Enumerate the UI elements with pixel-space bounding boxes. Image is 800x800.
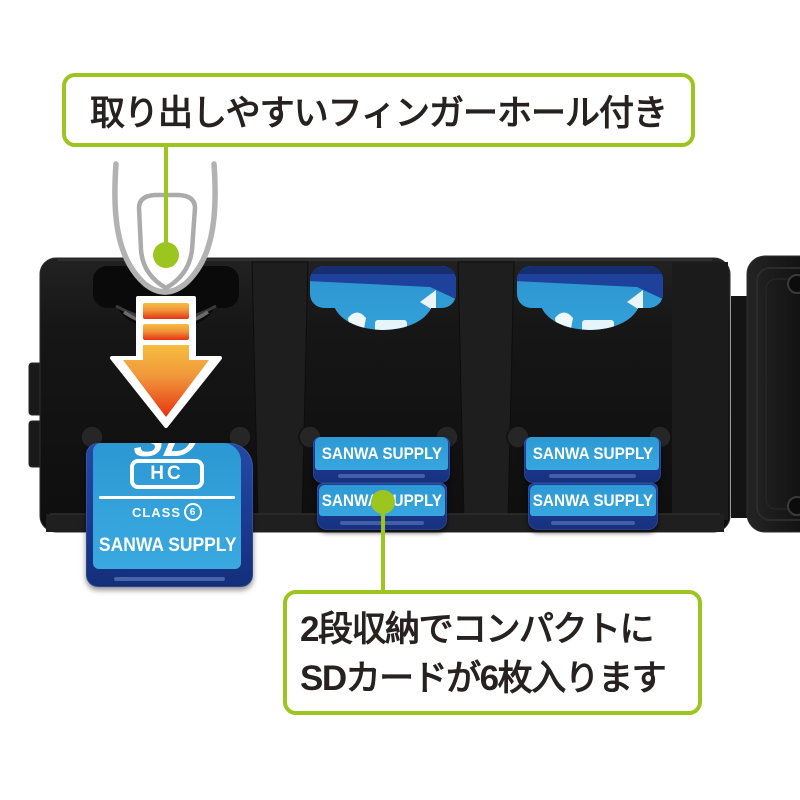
card-groove bbox=[114, 577, 225, 581]
bottom-callout-line2: SDカードが6枚入ります bbox=[300, 659, 667, 698]
sdhc-logo: HC bbox=[130, 459, 204, 489]
right-slot-card-stack: SANWA SUPPLY SANWA SUPPLY bbox=[524, 437, 664, 530]
card-label: SANWA SUPPLY bbox=[315, 437, 448, 470]
label-divider bbox=[99, 496, 235, 499]
brand-text: SANWA SUPPLY bbox=[98, 535, 237, 556]
card-groove bbox=[551, 521, 635, 525]
card-groove bbox=[337, 474, 426, 478]
card-label: SANWA SUPPLY bbox=[530, 485, 656, 516]
callout-pointer-dot-top bbox=[153, 242, 179, 268]
right-lower-sd-card: SANWA SUPPLY bbox=[528, 483, 658, 530]
sd-card-label: SD HC CLASS 6 SANWA SUPPLY bbox=[93, 443, 241, 569]
card-label: SANWA SUPPLY bbox=[526, 437, 659, 470]
sdhc-card-left: SD HC CLASS 6 SANWA SUPPLY bbox=[86, 443, 253, 587]
top-callout: 取り出しやすいフィンガーホール付き bbox=[62, 73, 695, 147]
class-text: CLASS bbox=[131, 504, 182, 520]
slot-divider bbox=[457, 261, 515, 521]
class-number: 6 bbox=[184, 503, 203, 521]
callout-connector-line-bottom bbox=[381, 508, 385, 592]
speed-class: CLASS 6 bbox=[93, 503, 241, 521]
sd-card-case bbox=[28, 255, 800, 533]
right-upper-sd-card: SANWA SUPPLY bbox=[524, 437, 661, 483]
slot-divider bbox=[251, 261, 309, 521]
bottom-callout: 2段収納でコンパクトに SDカードが6枚入ります bbox=[283, 590, 702, 715]
insert-arrow-icon bbox=[110, 296, 222, 428]
callout-connector-line-top bbox=[164, 145, 168, 245]
case-lid bbox=[746, 255, 800, 533]
slot-divider bbox=[672, 262, 728, 520]
top-callout-text: 取り出しやすいフィンガーホール付き bbox=[90, 93, 668, 133]
case-hinge bbox=[731, 296, 747, 518]
bottom-callout-line1: 2段収納でコンパクトに bbox=[300, 610, 654, 649]
card-groove bbox=[548, 474, 637, 478]
middle-upper-sd-card: SANWA SUPPLY bbox=[313, 437, 450, 483]
